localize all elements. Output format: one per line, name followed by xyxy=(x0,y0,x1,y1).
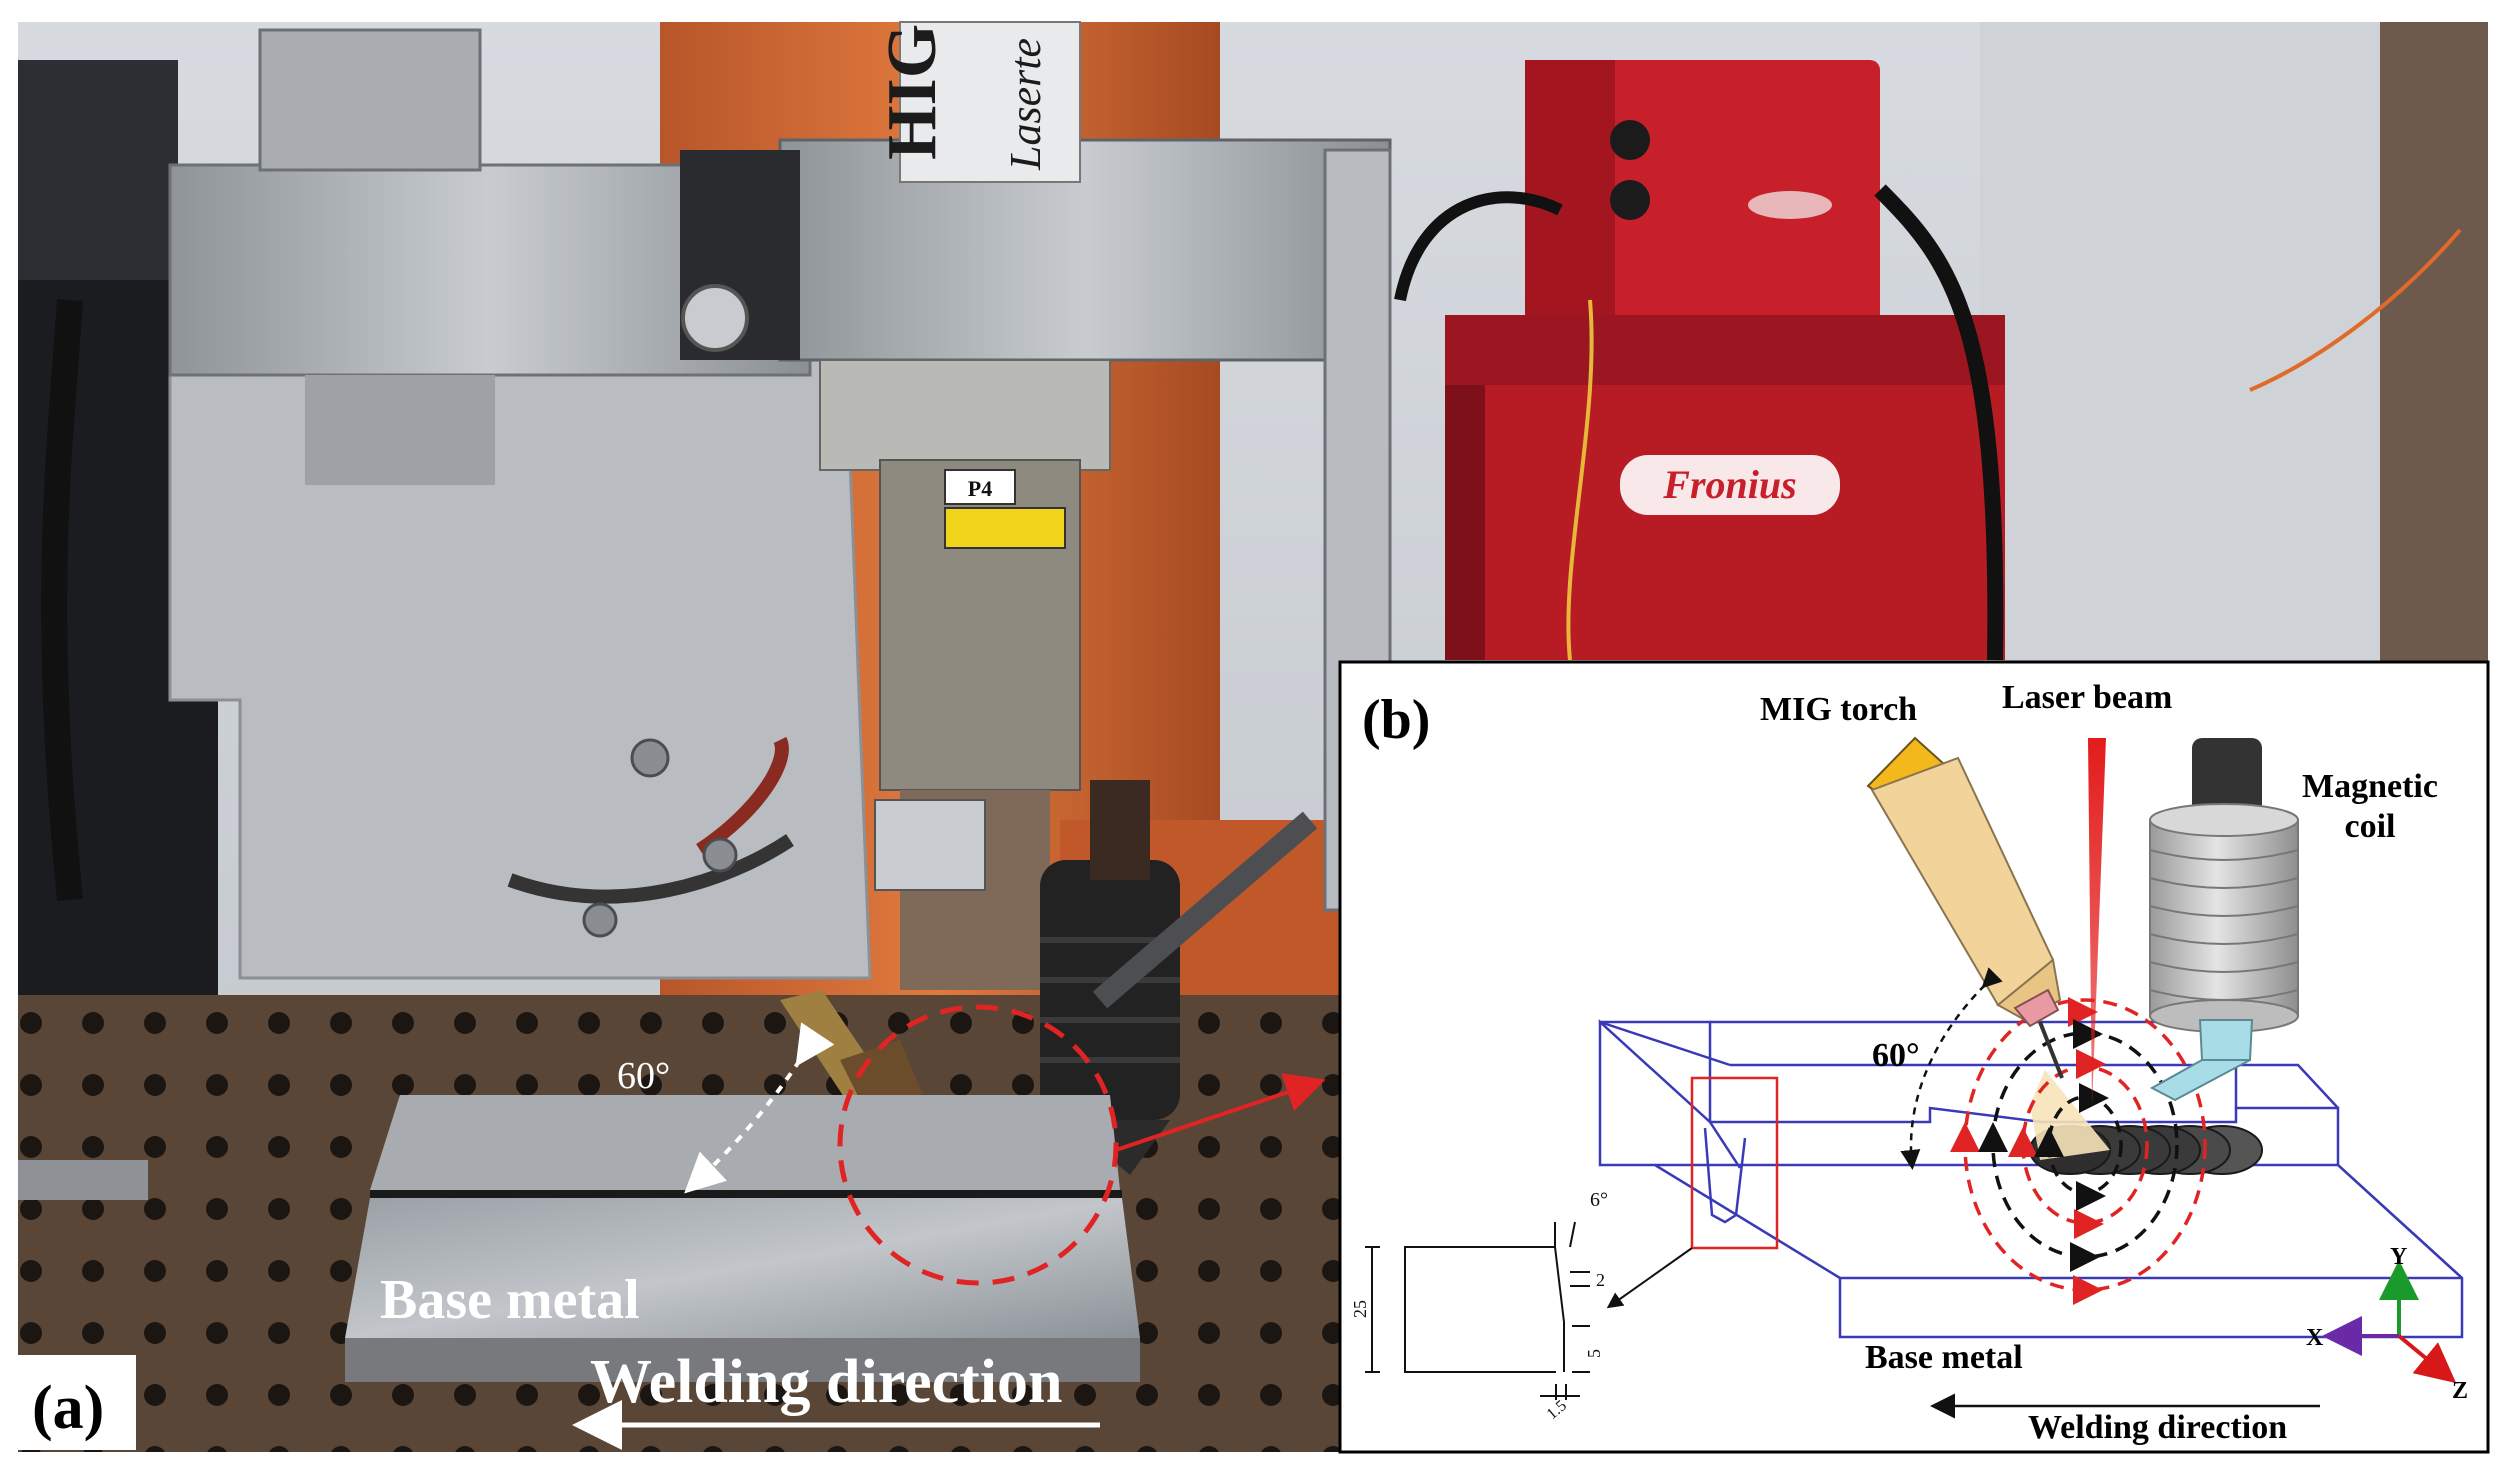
schematic-angle-label: 60° xyxy=(1872,1037,1920,1074)
wire-yellow xyxy=(1566,299,1594,661)
fronius-logo-text: Fronius xyxy=(1662,462,1796,507)
fronius-machine: Fronius xyxy=(1445,60,2005,660)
laser-head-tag: P4 xyxy=(968,476,992,501)
laser-head-top xyxy=(899,21,1081,183)
photo-welding-direction-label: Welding direction xyxy=(590,1348,1063,1416)
laser-head-body xyxy=(819,359,1111,471)
groove-angle-label: 6° xyxy=(1590,1189,1608,1211)
photo-base-metal-label: Base metal xyxy=(380,1269,640,1331)
magnetic-coil-label-line: Magnetic xyxy=(2302,768,2438,805)
groove-dimension-drawing xyxy=(1365,1221,1590,1400)
panel-a-photo: Fronius HIG Laserte P4 xyxy=(18,21,2488,1452)
schematic-base-metal-label: Base metal xyxy=(1865,1339,2023,1376)
mig-torch-label: MIG torch xyxy=(1760,691,1917,728)
magnetic-coil xyxy=(2149,738,2299,1102)
base-plate-edge xyxy=(345,1338,1140,1382)
field-ring-middle xyxy=(1991,1031,2179,1259)
coordinate-axes: Y X Z xyxy=(2306,1244,2468,1404)
groove-callout xyxy=(1606,1247,1693,1309)
axis-z-label: Z xyxy=(2452,1378,2468,1404)
cable-left xyxy=(41,299,83,902)
weld-groove xyxy=(370,1190,1122,1198)
cable-2 xyxy=(1874,184,2004,661)
base-plate-lower xyxy=(345,1198,1140,1338)
base-plate-upper xyxy=(370,1095,1120,1190)
axis-x-label: X xyxy=(2306,1325,2324,1351)
laser-head-brand: HIG xyxy=(874,24,951,160)
mig-torch xyxy=(1866,736,2064,1079)
photo-angle-arc xyxy=(684,1022,835,1194)
table-rail xyxy=(18,1160,148,1200)
focus-circle xyxy=(837,1004,1119,1286)
callout-arrow xyxy=(1115,1073,1326,1152)
laser-beam-label: Laser beam xyxy=(2002,679,2172,716)
schematic-welding-direction-label: Welding direction xyxy=(2028,1409,2287,1446)
magnetic-coil-label-line: coil xyxy=(2345,808,2396,845)
groove-root-height-label: 5 xyxy=(1584,1349,1604,1358)
axis-z-arrow xyxy=(2397,1334,2457,1384)
right-pillar xyxy=(2380,22,2488,662)
groove-root-face-label: 2 xyxy=(1596,1270,1605,1290)
laser-head-clamp xyxy=(778,138,1392,362)
groove-thickness-label: 25 xyxy=(1350,1300,1370,1318)
cable-1 xyxy=(1394,191,1563,302)
plate-slot-upper xyxy=(696,736,789,856)
photo-angle-label: 60° xyxy=(617,1055,670,1097)
laser-beam xyxy=(2088,738,2106,1108)
cable-orange xyxy=(2249,228,2462,392)
panel-b-schematic: (b) xyxy=(1338,660,2490,1454)
panel-a-label: (a) xyxy=(32,1374,104,1442)
axis-y-label: Y xyxy=(2390,1244,2407,1270)
groove-highlight-box xyxy=(1690,1076,1779,1250)
panel-a-label-box xyxy=(18,1355,136,1450)
plate-slot-lower xyxy=(507,834,794,904)
laser-head-model: Laserte xyxy=(1001,38,1050,171)
panel-b-label: (b) xyxy=(1362,689,1430,751)
